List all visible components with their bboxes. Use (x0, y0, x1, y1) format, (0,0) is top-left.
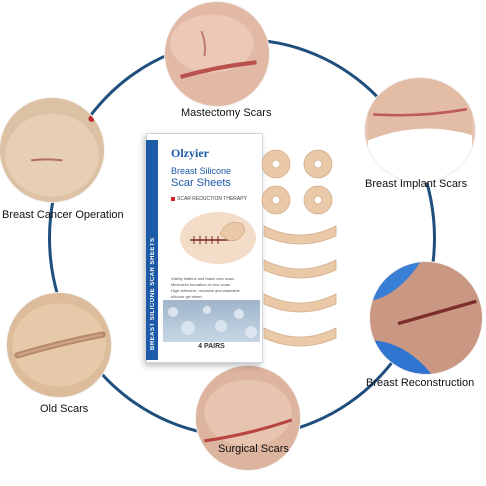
caption-surgical: Surgical Scars (218, 443, 289, 455)
caption-reconstruction: Breast Reconstruction (366, 377, 475, 389)
feature-item: High adhesive, reusable and washable sil… (171, 288, 240, 299)
pair-count: 4 PAIRS (198, 343, 225, 350)
therapy-marker-icon (171, 196, 175, 201)
old-scar-photo (7, 293, 111, 397)
product-title-line2: Scar Sheets (171, 177, 231, 189)
caption-mastectomy: Mastectomy Scars (181, 107, 272, 119)
caption-old: Old Scars (40, 403, 89, 415)
breast-reconstruction-photo (370, 262, 482, 374)
therapy-text: SCAR REDUCTION THERAPY (177, 196, 247, 202)
surgical-scar-photo (196, 366, 300, 470)
caption-cancer: Breast Cancer Operation (2, 209, 124, 221)
product-box-side (146, 140, 158, 360)
silicone-sheets (261, 149, 337, 347)
feature-item: Minimizes formation of new scars (171, 282, 231, 287)
gel-texture-panel (163, 300, 260, 342)
product-side-label: BREAST SILICONE SCAR SHEETS (150, 237, 156, 350)
mastectomy-scar-photo (165, 2, 269, 106)
brand-name: Olzyier (171, 146, 209, 160)
product-title-line1: Breast Silicone (171, 166, 232, 176)
therapy-label: SCAR REDUCTION THERAPY (171, 196, 247, 202)
feature-list: Visibly flattens and fades new scars Min… (171, 276, 251, 300)
breast-implant-scar-photo (365, 78, 475, 182)
caption-implant: Breast Implant Scars (365, 178, 468, 190)
scar-sheet-illustration (180, 212, 256, 264)
feature-item: Visibly flattens and fades new scars (171, 276, 235, 281)
breast-cancer-operation-photo (0, 98, 104, 202)
